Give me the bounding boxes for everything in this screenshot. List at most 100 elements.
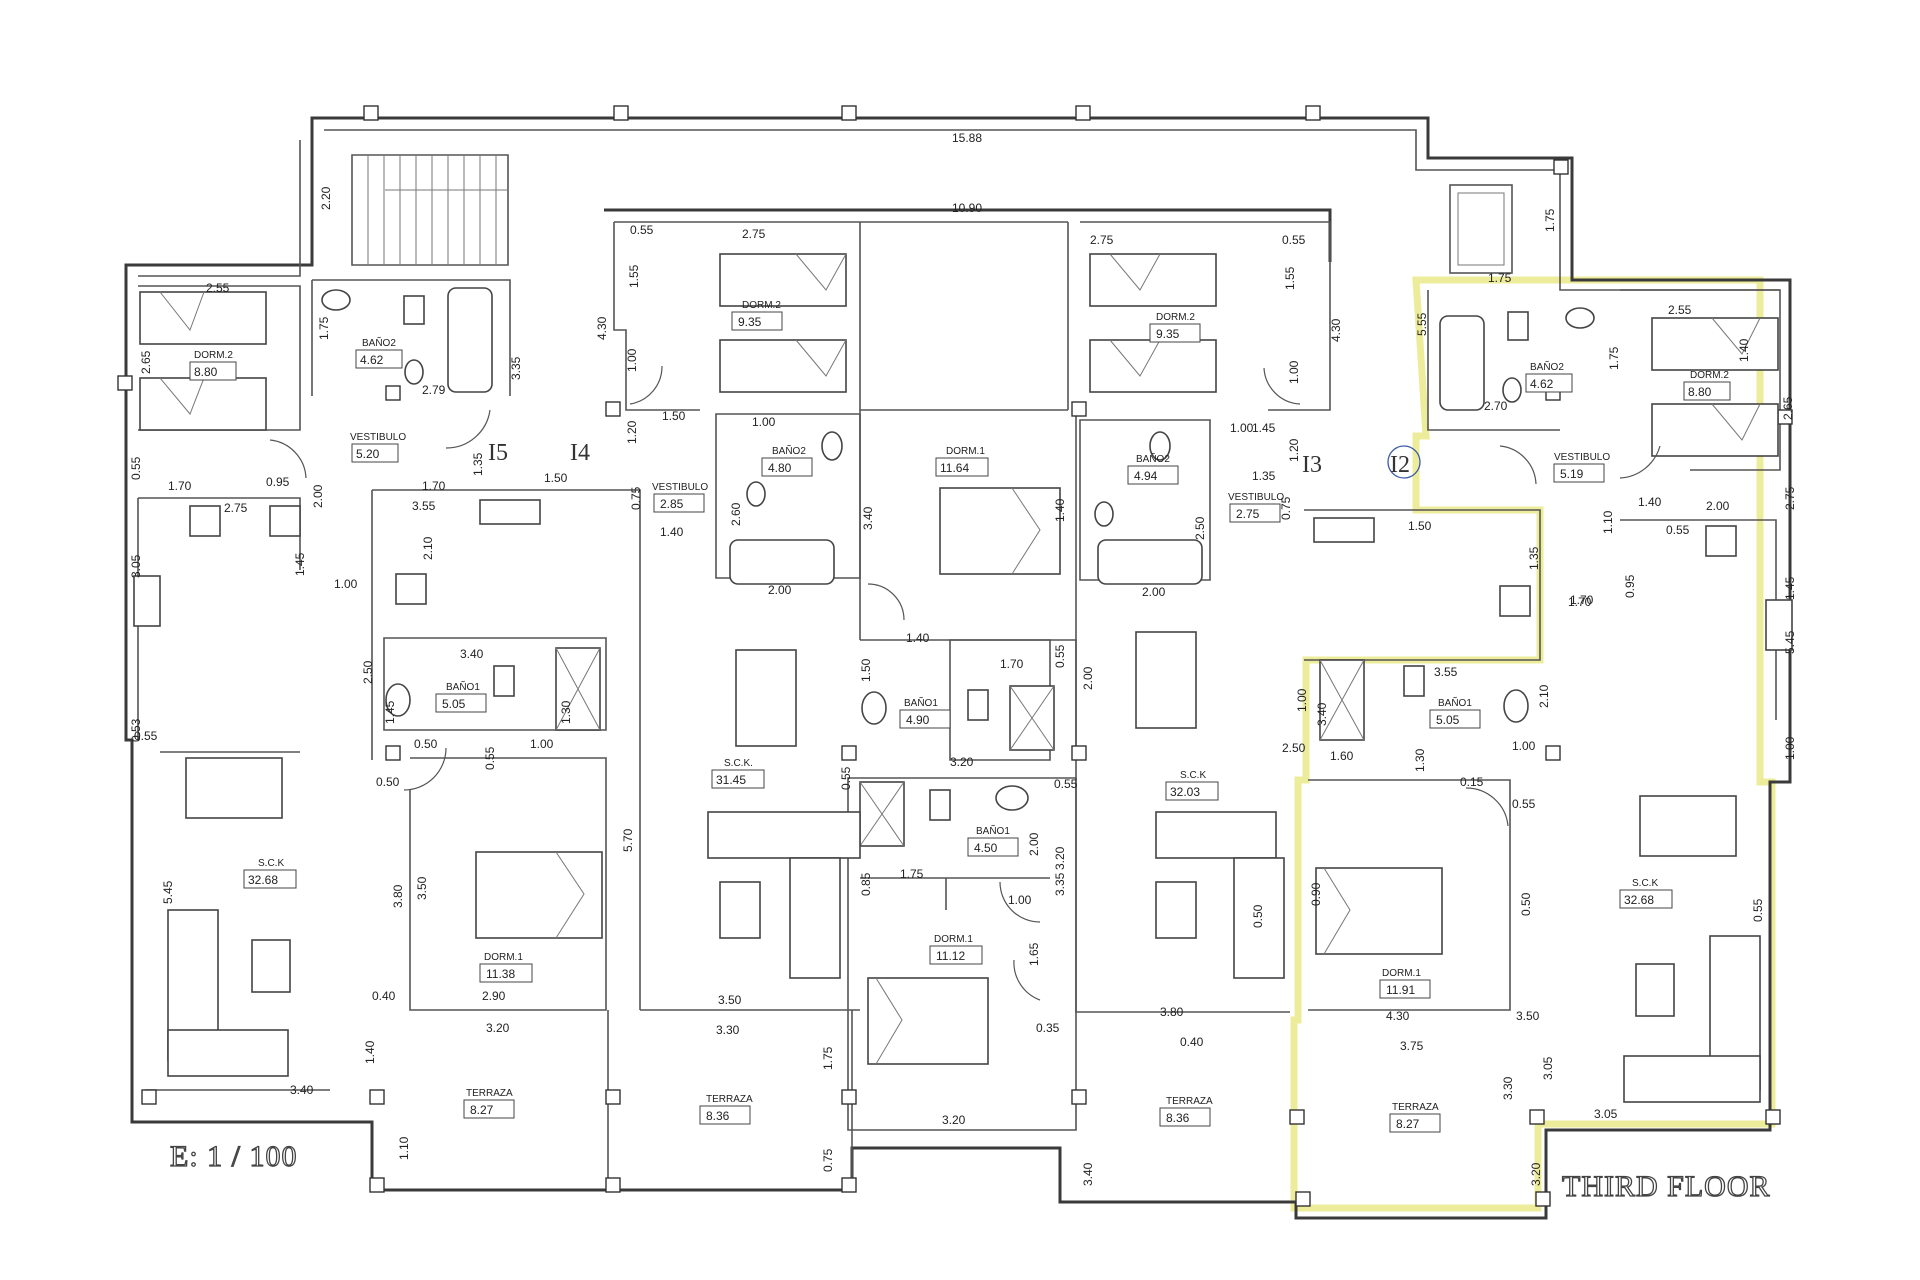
dimension-label: 2.00 [1142,585,1166,599]
dimension-label: 3.20 [486,1021,510,1035]
unit-label-i4: I4 [570,440,590,466]
dimension-label: 0.55 [129,456,143,480]
room-area: 11.12 [936,949,965,963]
dimension-label: 1.55 [1283,266,1297,290]
dimension-label: 3.35 [1053,872,1067,896]
dimension-label: 0.55 [839,766,853,790]
room-name: TERRAZA [1392,1102,1439,1113]
unit-label-i5: I5 [488,440,508,466]
dimension-label: 15.88 [952,131,982,145]
dimension-label: 1.75 [1488,271,1512,285]
dimension-label: 5.55 [1415,312,1429,336]
dimension-label: 1.20 [625,420,639,444]
dimension-label: 0.50 [414,737,438,751]
dimension-label: 0.75 [629,486,643,510]
dimension-label: 1.30 [1413,748,1427,772]
room-area: 32.03 [1170,785,1200,799]
room-area: 11.64 [940,461,969,475]
room-name: TERRAZA [706,1094,753,1105]
unit-label-i2: I2 [1390,452,1410,478]
room-area: 9.35 [1156,327,1180,341]
dimension-label: 3.50 [718,993,742,1007]
room-area: 2.75 [1236,507,1260,521]
structural-columns [117,105,1793,1207]
dimension-label: 0.55 [1512,797,1536,811]
dimension-label: 1.35 [1252,469,1276,483]
dimension-label: 4.30 [1386,1009,1410,1023]
room-name: S.C.K [1180,770,1206,781]
room-name: BAÑO2 [1136,452,1170,465]
room-name: DORM.2 [1690,370,1729,381]
dimension-label: 1.40 [1053,498,1067,522]
dimension-label: 1.50 [859,658,873,682]
dimension-label: 3.20 [1053,846,1067,870]
dimension-label: 1.10 [397,1136,411,1160]
dimension-label: 1.50 [662,409,686,423]
dimension-label: 0.15 [1460,775,1484,789]
dimension-label: 1.75 [1607,346,1621,370]
dimension-label: 3.75 [1400,1039,1424,1053]
room-name: DORM.2 [742,300,781,311]
dimension-label: 10.90 [952,201,982,215]
dimension-label: 2.70 [1484,399,1508,413]
dimension-label: 3.40 [290,1083,314,1097]
dimension-label: 1.00 [334,577,358,591]
room-name: VESTIBULO [1228,492,1284,503]
dimension-label: 1.00 [625,348,639,372]
dimension-label: 1.45 [383,700,397,724]
dimension-label: 2.75 [742,227,766,241]
room-name: BAÑO1 [976,824,1010,837]
dimension-label: 1.00 [530,737,554,751]
dimension-label: 1.35 [471,452,485,476]
room-area: 4.62 [360,353,384,367]
room-area: 8.36 [706,1109,730,1123]
dimension-labels: 15.88 10.90 2.20 1.75 1.75 2.55 2.65 1.7… [129,131,1797,1186]
room-name: BAÑO1 [904,696,938,709]
room-area: 4.90 [906,713,930,727]
dimension-label: 0.55 [483,746,497,770]
dimension-label: 0.50 [376,775,400,789]
dimension-label: 2.50 [361,660,375,684]
room-area: 8.80 [194,365,218,379]
room-name: S.C.K [258,858,284,869]
dimension-label: 0.35 [1036,1021,1060,1035]
dimension-label: 2.75 [1783,486,1797,510]
dimension-label: 1.40 [906,631,930,645]
dimension-label: 1.70 [1570,593,1594,607]
dimension-label: 1.40 [363,1040,377,1064]
dimension-label: 3.80 [1160,1005,1184,1019]
dimension-label: 3.50 [1516,1009,1540,1023]
room-labels: DORM.2 8.80 BAÑO2 4.62 VESTIBULO 5.20 BA… [189,300,1731,1133]
dimension-label: 3.05 [129,554,143,578]
room-name: DORM.1 [946,446,985,457]
room-area: 5.05 [442,697,466,711]
dimension-label: 3.80 [391,884,405,908]
dimension-label: 2.00 [768,583,792,597]
dimension-label: 1.55 [627,264,641,288]
room-area: 31.45 [716,773,746,787]
fixtures [133,253,1793,1103]
dimension-label: 1.00 [1008,893,1032,907]
dimension-label: 1.00 [1512,739,1536,753]
dimension-label: 5.45 [1783,630,1797,654]
room-area: 32.68 [1624,893,1654,907]
dimension-label: 1.50 [1408,519,1432,533]
dimension-label: 2.55 [1668,303,1692,317]
room-area: 8.27 [1396,1117,1420,1131]
dimension-label: 0.85 [859,872,873,896]
dimension-label: 0.50 [1251,904,1265,928]
room-area: 4.80 [768,461,792,475]
dimension-label: 1.40 [1737,338,1751,362]
dimension-label: 0.55 [1751,898,1765,922]
dimension-label: 2.00 [1081,666,1095,690]
dimension-label: 2.50 [1193,516,1207,540]
dimension-label: 3.40 [460,647,484,661]
dimension-label: 2.75 [224,501,248,515]
dimension-label: 0.53 [129,718,143,742]
room-name: DORM.1 [1382,968,1421,979]
dimension-label: 4.30 [1329,318,1343,342]
dimension-label: 0.95 [266,475,290,489]
dimension-label: 5.70 [621,828,635,852]
room-name: BAÑO1 [1438,696,1472,709]
room-area: 2.85 [660,497,684,511]
